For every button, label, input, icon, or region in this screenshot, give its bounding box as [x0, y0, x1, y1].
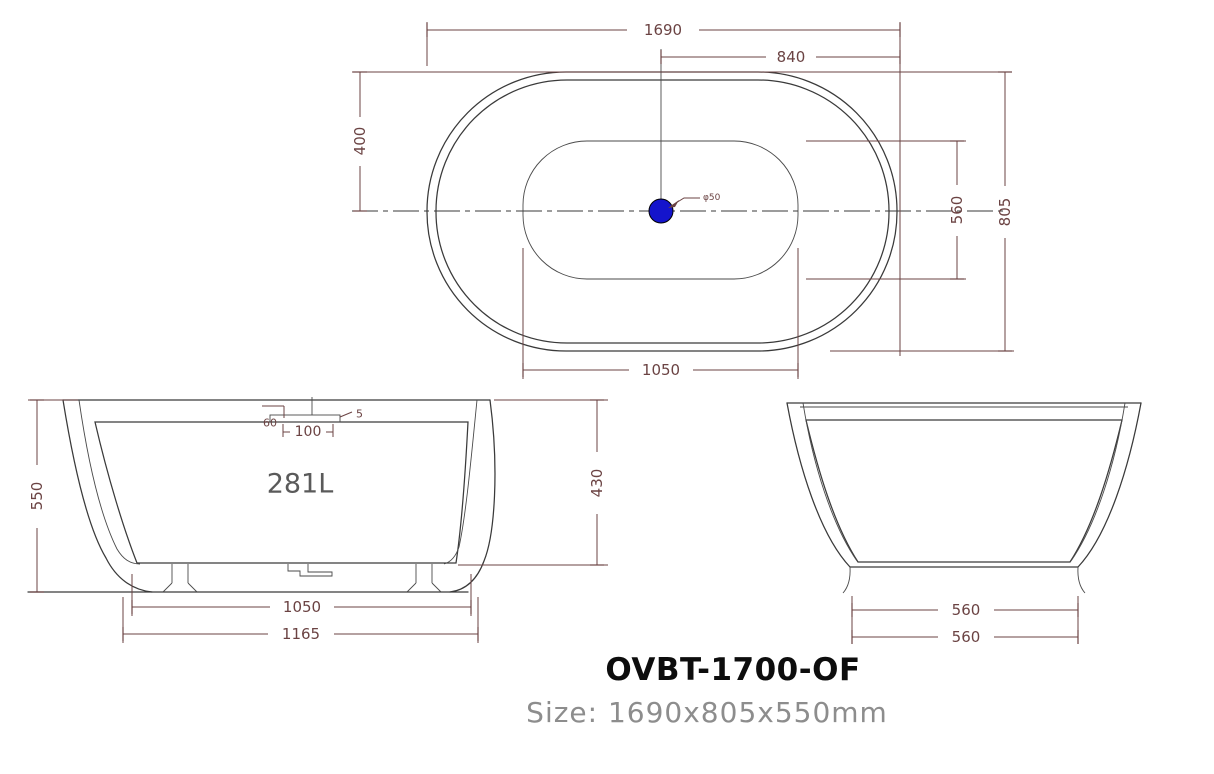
dim-base-width-side: 560 — [851, 628, 1079, 646]
dim-text-550: 550 — [28, 482, 46, 511]
side-outer-wall-right — [1077, 402, 1142, 568]
dim-overflow-length: 100 — [282, 424, 334, 440]
outer-wall-right — [449, 399, 496, 593]
dim-text-60: 60 — [263, 417, 277, 430]
dim-overflow-gap: 5 — [339, 408, 363, 421]
dim-text-1050-front: 1050 — [283, 598, 321, 616]
dim-overall-height: 550 — [28, 399, 46, 593]
drain-diameter-label: φ50 — [703, 193, 721, 203]
dim-base-length: 1165 — [122, 625, 479, 643]
overflow-slot — [269, 414, 341, 423]
side-bottom-corner-left — [842, 566, 851, 594]
size-label: Size: 1690x805x550mm — [526, 696, 888, 729]
tub-inner-basin — [435, 79, 890, 344]
dim-floor-length-top: 1050 — [522, 361, 799, 379]
waste-fitting — [287, 564, 333, 577]
dim-floor-length-front: 1050 — [131, 598, 472, 616]
dim-overflow-offset: 60 — [262, 405, 285, 430]
side-outer-wall-left — [786, 402, 851, 568]
side-inner-wall-right — [1070, 402, 1126, 562]
side-bottom-corner-right — [1077, 566, 1086, 594]
inner-wall-right — [443, 399, 478, 565]
water-fill-front — [94, 421, 469, 564]
side-inner-wall-left — [802, 402, 858, 562]
foot-right — [406, 564, 442, 593]
capacity-label: 281L — [267, 469, 334, 500]
dim-text-840: 840 — [777, 48, 806, 66]
dim-edge-to-center: 400 — [351, 71, 369, 212]
model-number-title: OVBT-1700-OF — [605, 652, 861, 688]
dim-floor-width-top: 560 — [948, 140, 966, 280]
dim-overall-length: 1690 — [426, 21, 901, 39]
drain-leader: φ50 — [668, 193, 721, 208]
dim-text-560-side-1: 560 — [952, 601, 981, 619]
dim-text-560-side-2: 560 — [952, 628, 981, 646]
top-view-extension-lines — [352, 22, 1014, 379]
inner-wall-left — [78, 399, 141, 565]
dim-text-430: 430 — [588, 469, 606, 498]
dim-text-5: 5 — [356, 408, 363, 421]
dim-text-400: 400 — [351, 127, 369, 156]
dim-text-560-top: 560 — [948, 196, 966, 225]
water-fill-side — [805, 419, 1123, 563]
foot-left — [162, 564, 198, 593]
dim-text-805: 805 — [996, 198, 1014, 227]
top-view: φ50 1690 840 — [351, 21, 1014, 379]
outer-wall-left — [62, 399, 153, 593]
dim-text-100: 100 — [295, 424, 322, 440]
drain-circle — [648, 198, 674, 224]
dim-inner-depth: 430 — [588, 399, 606, 566]
dim-text-1690: 1690 — [644, 21, 682, 39]
dim-overall-width: 805 — [996, 71, 1014, 352]
tub-floor-outline — [522, 140, 799, 280]
dim-center-to-end: 840 — [660, 48, 901, 66]
dim-text-1050-top: 1050 — [642, 361, 680, 379]
front-view: 550 430 1050 1165 — [27, 397, 608, 643]
dim-floor-width-side: 560 — [851, 601, 1079, 619]
side-view: 560 560 — [786, 402, 1142, 646]
dim-text-1165: 1165 — [282, 625, 320, 643]
